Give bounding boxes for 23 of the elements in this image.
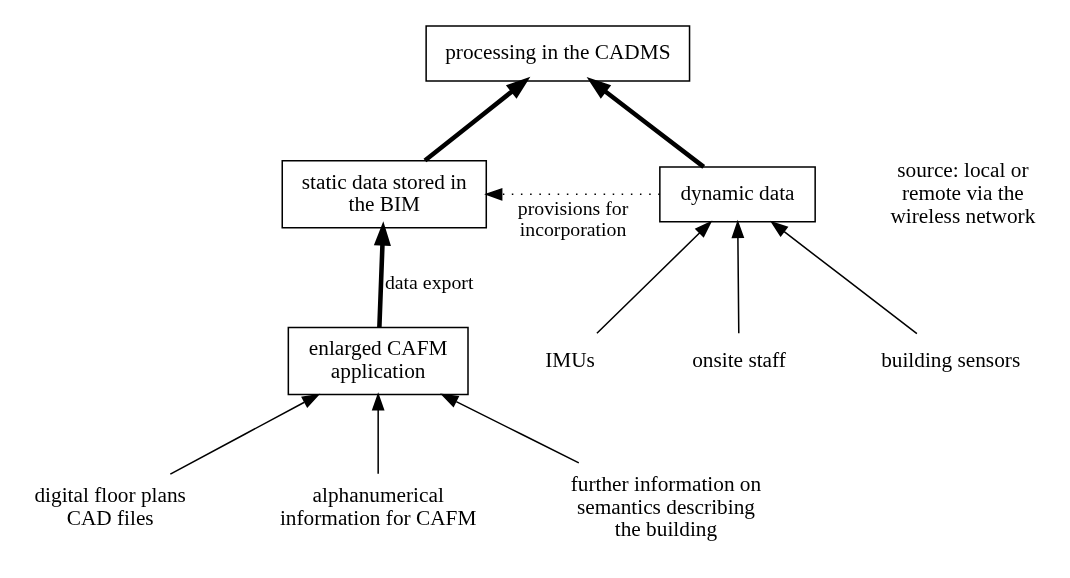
arrow <box>169 393 321 475</box>
arrow <box>484 187 661 201</box>
arrow <box>423 76 531 162</box>
node-text: building sensors <box>881 347 1021 372</box>
edge-label: provisions for incorporation <box>517 196 629 240</box>
node-box: static data stored in the BIM <box>281 159 488 229</box>
node-text: digital floor plans CAD files <box>34 482 186 530</box>
node-text: further information on semantics describing the building <box>570 471 762 541</box>
label: source: local or remote via the wireless network <box>890 157 1036 228</box>
node-box: dynamic data <box>659 165 816 222</box>
arrow <box>373 220 391 327</box>
node-text: onsite staff <box>692 347 786 372</box>
arrow <box>440 393 580 464</box>
arrow <box>586 76 706 169</box>
node-text: alphanumerical information for CAFM <box>279 482 477 530</box>
node-text: IMUs <box>545 347 595 372</box>
arrow <box>770 220 918 334</box>
arrow <box>596 219 713 334</box>
arrow <box>731 219 745 334</box>
node-box: processing in the CADMS <box>425 24 691 82</box>
node-box: enlarged CAFM application <box>287 326 469 395</box>
edge-label: data export <box>384 270 474 293</box>
arrow <box>371 391 385 475</box>
